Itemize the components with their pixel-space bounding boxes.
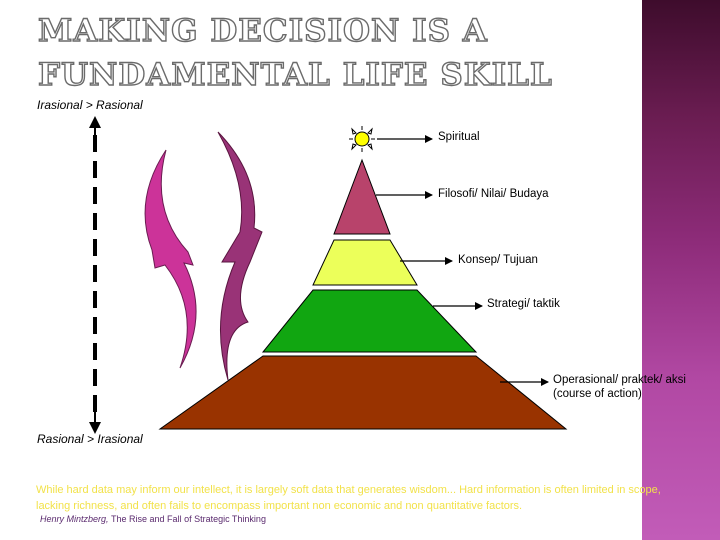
citation-work: The Rise and Fall of Strategic Thinking: [111, 514, 266, 524]
axis-bottom-label: Rasional > Irasional: [37, 432, 143, 446]
cycle-arrow-right: [217, 131, 263, 381]
label-operational: Operasional/ praktek/ aksi: [553, 374, 686, 386]
title-line-1: MAKING DECISION IS A: [37, 12, 488, 49]
cycle-arrow-left: [144, 149, 197, 369]
pyramid-level-philosophy: [333, 158, 391, 235]
label-strategy: Strategi/ taktik: [487, 298, 560, 310]
label-concept: Konsep/ Tujuan: [458, 254, 538, 266]
pyramid-level-operational: [158, 355, 568, 430]
pyramid-level-concept: [312, 239, 418, 286]
axis-top-label: Irasional > Rasional: [37, 98, 143, 112]
sun-icon: [349, 126, 375, 152]
label-spiritual: Spiritual: [438, 131, 480, 143]
quote-text: While hard data may inform our intellect…: [36, 484, 661, 512]
pyramid-level-strategy: [261, 289, 478, 353]
citation: Henry Mintzberg, The Rise and Fall of St…: [40, 514, 266, 524]
label-philosophy: Filosofi/ Nilai/ Budaya: [438, 188, 549, 200]
citation-author: Henry Mintzberg,: [40, 514, 112, 524]
decorative-side-strip: [642, 0, 720, 540]
pyramid: [158, 158, 568, 430]
label-arrows: [376, 135, 549, 386]
label-operational-line2: (course of action): [553, 388, 642, 400]
title-line-2: FUNDAMENTAL LIFE SKILL: [37, 56, 553, 93]
